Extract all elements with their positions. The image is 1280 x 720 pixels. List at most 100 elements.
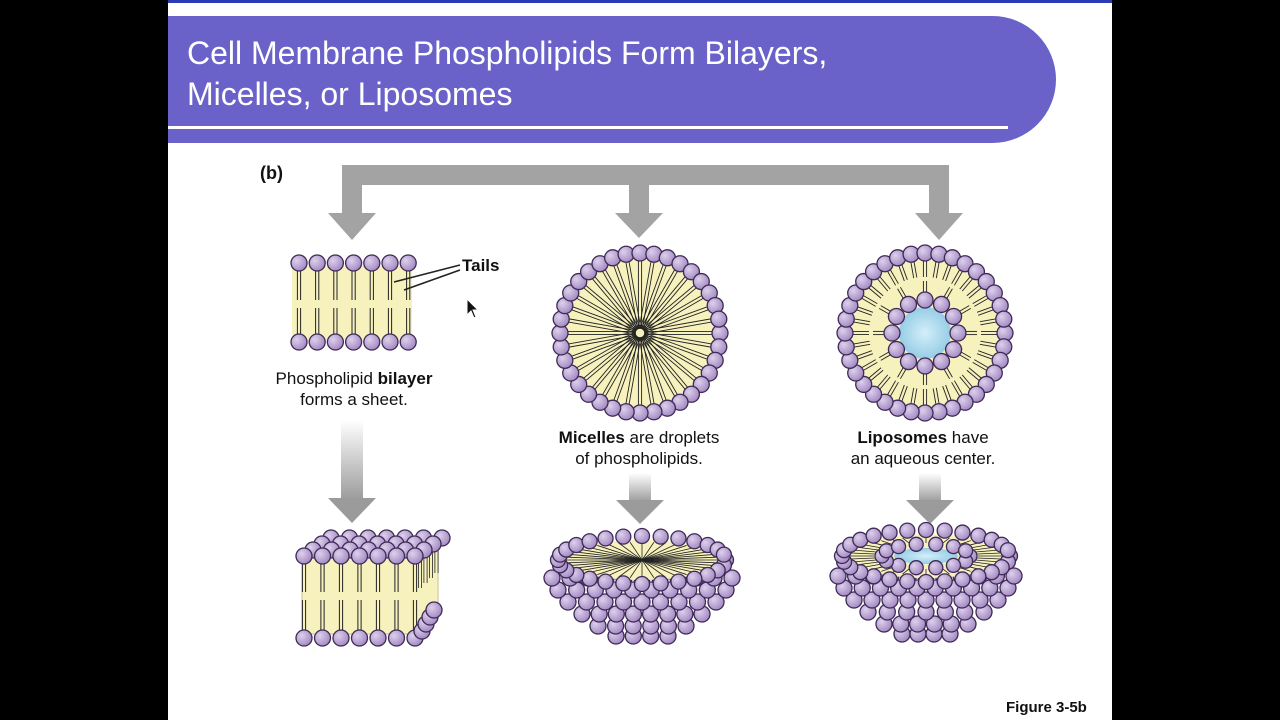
fatty-acid-tail xyxy=(642,335,681,400)
bilayer-caption-line2: forms a sheet. xyxy=(300,390,408,409)
fatty-acid-tail xyxy=(641,271,690,330)
phospholipid-head xyxy=(917,591,935,609)
bilayer-caption-bold: bilayer xyxy=(377,369,433,388)
fatty-acid-tail xyxy=(574,551,643,561)
fatty-acid-tail xyxy=(643,317,717,332)
fatty-acid-tail xyxy=(569,559,643,566)
fatty-acid-tail xyxy=(618,559,643,578)
fatty-acid-tail xyxy=(975,549,999,553)
fatty-acid-tail xyxy=(853,549,877,553)
phospholipid-head xyxy=(707,593,725,611)
fatty-acid-tail xyxy=(607,559,643,577)
phospholipid-head xyxy=(363,254,381,272)
fatty-acid-tail xyxy=(641,545,687,561)
micelle-caption-bold: Micelles xyxy=(558,428,625,447)
phospholipid-head xyxy=(881,591,899,609)
phospholipid-head xyxy=(917,573,935,591)
title-band xyxy=(168,16,1056,143)
phospholipid-head xyxy=(699,566,716,584)
phospholipid-head xyxy=(710,310,728,328)
bilayer-sheet xyxy=(290,254,417,351)
phospholipid-head xyxy=(559,593,577,611)
phospholipid-head xyxy=(381,254,399,272)
bilayer-3d xyxy=(295,529,451,647)
fatty-acid-tail xyxy=(643,334,702,383)
fatty-acid-tail xyxy=(597,545,643,561)
phospholipid-head xyxy=(899,352,918,371)
phospholipid-head xyxy=(908,560,924,576)
phospholipid-head xyxy=(581,570,598,587)
fatty-acid-tail xyxy=(641,559,677,577)
tails-label: Tails xyxy=(462,256,500,275)
phospholipid-diagram xyxy=(290,165,1023,647)
fatty-acid-tail xyxy=(566,307,636,334)
phospholipid-head xyxy=(989,591,1007,609)
fatty-acid-tail xyxy=(563,334,637,349)
fatty-acid-tail xyxy=(858,561,880,566)
fatty-acid-tail xyxy=(614,337,641,407)
phospholipid-head xyxy=(670,530,687,547)
phospholipid-head xyxy=(313,547,332,565)
phospholipid-head xyxy=(883,324,901,342)
fatty-acid-tail xyxy=(850,557,875,560)
phospholipid-head xyxy=(308,254,326,272)
phospholipid-head xyxy=(597,530,614,547)
phospholipid-head xyxy=(350,547,369,565)
fatty-acid-tail xyxy=(850,552,875,555)
phospholipid-head xyxy=(399,333,417,351)
slide: Cell Membrane Phospholipids Form Bilayer… xyxy=(168,0,1112,720)
fatty-acid-tail xyxy=(644,333,709,372)
panel-label: (b) xyxy=(260,163,283,183)
phospholipid-head xyxy=(899,295,918,314)
fatty-acid-tail xyxy=(972,546,994,551)
fatty-acid-tail xyxy=(641,549,704,561)
fatty-acid-tail xyxy=(588,559,643,574)
phospholipid-head xyxy=(633,593,651,611)
phospholipid-head xyxy=(425,601,443,619)
fatty-acid-tail xyxy=(644,320,718,335)
phospholipid-head xyxy=(945,557,962,574)
title-line-2: Micelles, or Liposomes xyxy=(187,76,513,112)
fatty-acid-tail xyxy=(629,541,643,561)
fatty-acid-tail xyxy=(641,559,704,571)
bilayer-caption-pre: Phospholipid xyxy=(275,369,378,388)
fatty-acid-tail xyxy=(641,551,710,561)
phospholipid-head xyxy=(326,254,345,272)
phospholipid-head xyxy=(916,357,934,375)
phospholipid-head xyxy=(944,340,963,359)
phospholipid-head xyxy=(928,560,944,576)
phospholipid-head xyxy=(908,615,927,633)
fatty-acid-tail xyxy=(641,546,696,561)
phospholipid-head xyxy=(290,254,308,272)
phospholipid-head xyxy=(917,521,935,539)
phospholipid-head xyxy=(344,333,363,351)
phospholipid-head xyxy=(971,591,989,609)
fatty-acid-tail xyxy=(641,559,710,569)
fatty-acid-tail xyxy=(941,568,950,575)
phospholipid-head xyxy=(845,591,863,609)
liposome xyxy=(836,244,1014,422)
phospholipid-head xyxy=(944,307,963,326)
phospholipid-head xyxy=(881,524,898,541)
micelle xyxy=(551,244,729,422)
aqueous-center xyxy=(894,548,958,564)
fatty-acid-tail xyxy=(902,537,911,544)
phospholipid-head xyxy=(313,629,332,647)
phospholipid-head xyxy=(624,605,643,623)
top-rule xyxy=(168,0,1112,3)
fatty-acid-tail xyxy=(588,546,643,561)
micelle-half xyxy=(543,527,741,645)
phospholipid-head xyxy=(936,573,953,590)
liposome-caption-bold: Liposomes xyxy=(857,428,948,447)
phospholipid-head xyxy=(326,333,345,351)
phospholipid-head xyxy=(970,568,987,585)
fatty-acid-tail xyxy=(588,273,637,332)
fatty-acid-tail xyxy=(566,556,643,561)
phospholipid-head xyxy=(957,543,974,559)
phospholipid-head xyxy=(615,528,632,545)
fatty-acid-tail xyxy=(643,334,692,393)
fatty-acid-tail xyxy=(638,255,653,329)
phospholipid-head xyxy=(863,591,881,609)
phospholipid-head xyxy=(596,593,614,611)
phospholipid-head xyxy=(928,536,944,552)
